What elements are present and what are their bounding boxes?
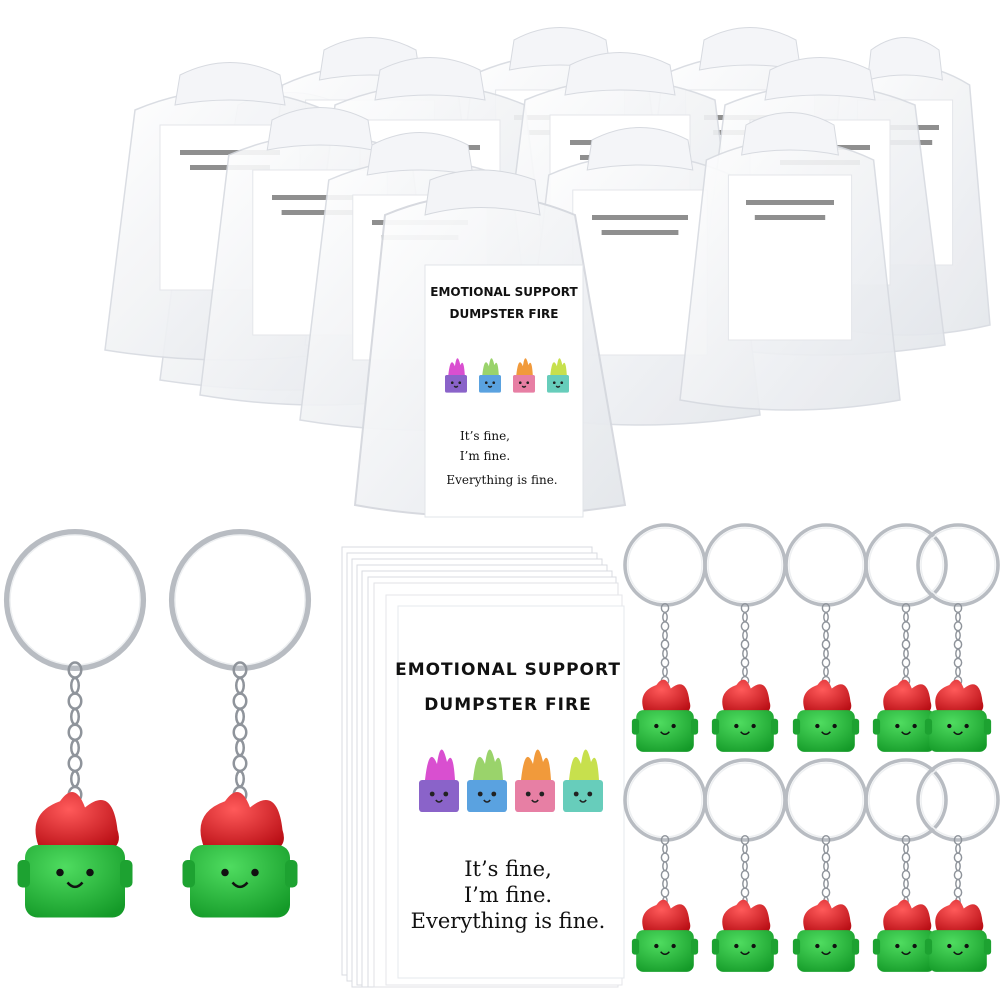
front-bag-body-1: It’s fine, <box>460 429 510 443</box>
dumpster-fire-icon <box>515 749 555 812</box>
keychain <box>168 528 312 918</box>
organza-bag <box>679 112 901 411</box>
dumpster-fire-charm <box>182 791 298 918</box>
card-title-line-1: EMOTIONAL SUPPORT <box>395 660 621 680</box>
dumpster-fire-charm <box>711 899 779 972</box>
key-ring <box>916 523 1000 607</box>
keychain <box>703 523 787 752</box>
dumpster-fire-charm <box>631 899 699 972</box>
key-ring <box>703 523 787 607</box>
front-bag-bin-icons <box>445 358 569 393</box>
front-bag-body-3: Everything is fine. <box>446 473 557 487</box>
key-chain <box>901 602 911 686</box>
keychain-group <box>3 523 1000 972</box>
dumpster-fire-charm <box>792 899 860 972</box>
key-ring <box>623 758 707 842</box>
dumpster-fire-icon <box>419 749 459 812</box>
dumpster-fire-charm <box>924 679 992 752</box>
key-ring <box>3 528 147 672</box>
key-chain <box>67 661 83 804</box>
front-bag-body-2: I’m fine. <box>460 449 510 463</box>
key-ring <box>784 758 868 842</box>
dumpster-fire-icon <box>479 358 501 393</box>
card-title-line-2: DUMPSTER FIRE <box>424 695 591 715</box>
key-ring <box>784 523 868 607</box>
key-ring <box>864 758 948 842</box>
key-chain <box>232 661 248 804</box>
key-ring <box>168 528 312 672</box>
key-chain <box>821 602 831 686</box>
card-bin-icons <box>419 749 603 812</box>
keychain <box>623 523 707 752</box>
keychain <box>916 758 1000 972</box>
front-organza-bag: EMOTIONAL SUPPORT DUMPSTER FIRE It’s fin… <box>353 169 627 518</box>
dumpster-fire-charm <box>631 679 699 752</box>
dumpster-fire-charm <box>792 679 860 752</box>
card-body-line-3: Everything is fine. <box>411 909 606 933</box>
keychain <box>703 758 787 972</box>
front-bag-title-1: EMOTIONAL SUPPORT <box>430 285 578 299</box>
key-chain <box>740 834 750 907</box>
dumpster-fire-icon <box>563 749 603 812</box>
dumpster-fire-icon <box>445 358 467 393</box>
key-chain <box>953 602 963 686</box>
key-chain <box>660 602 670 686</box>
keychain <box>3 528 147 918</box>
dumpster-fire-icon <box>547 358 569 393</box>
dumpster-fire-icon <box>513 358 535 393</box>
card-body-line-2: I’m fine. <box>464 883 552 907</box>
dumpster-fire-charm <box>872 899 940 972</box>
keychain <box>784 523 868 752</box>
key-ring <box>623 523 707 607</box>
key-ring <box>864 523 948 607</box>
dumpster-fire-charm <box>17 791 133 918</box>
dumpster-fire-charm <box>711 679 779 752</box>
key-ring <box>703 758 787 842</box>
card-body-line-1: It’s fine, <box>464 857 552 881</box>
key-chain <box>901 834 911 907</box>
dumpster-fire-charm <box>872 679 940 752</box>
key-chain <box>660 834 670 907</box>
key-ring <box>916 758 1000 842</box>
keychain <box>916 523 1000 752</box>
dumpster-fire-icon <box>467 749 507 812</box>
key-chain <box>740 602 750 686</box>
card-stack: EMOTIONAL SUPPORT DUMPSTER FIRE It’s fin… <box>341 546 625 988</box>
key-chain <box>953 834 963 907</box>
key-chain <box>821 834 831 907</box>
keychain <box>784 758 868 972</box>
dumpster-fire-charm <box>924 899 992 972</box>
keychain <box>623 758 707 972</box>
front-bag-title-2: DUMPSTER FIRE <box>450 307 559 321</box>
